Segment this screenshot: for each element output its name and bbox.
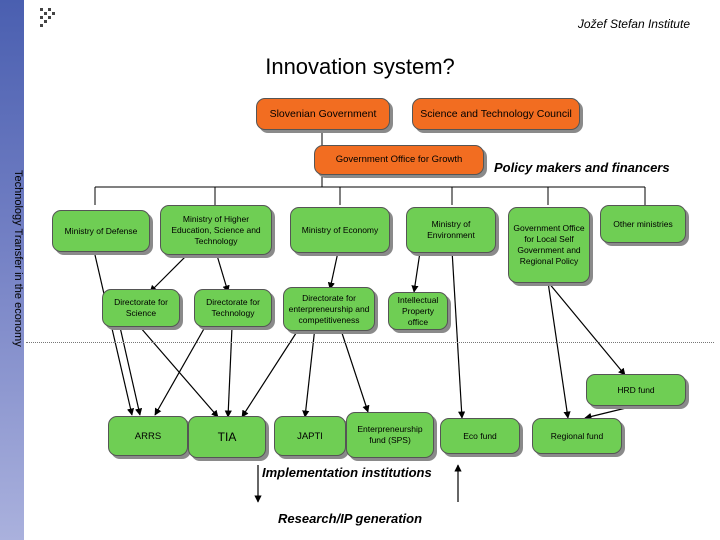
ministry-education-node: Ministry of Higher Education, Science an… xyxy=(160,205,272,255)
government-node: Slovenian Government xyxy=(256,98,390,130)
tia-node: TIA xyxy=(188,416,266,458)
arrow xyxy=(411,251,421,293)
page-title: Innovation system? xyxy=(265,54,455,79)
arrow xyxy=(302,326,316,418)
arrow xyxy=(154,326,206,416)
arrow xyxy=(119,326,143,416)
regional-fund-node: Regional fund xyxy=(532,418,622,454)
arrow xyxy=(139,326,219,418)
directorate-technology-node: Directorate for Technology xyxy=(194,289,272,327)
divider-line xyxy=(26,342,714,343)
arrow xyxy=(224,326,233,418)
sps-fund-node: Enterpreneurship fund (SPS) xyxy=(346,412,434,458)
arrow xyxy=(547,281,626,376)
council-node: Science and Technology Council xyxy=(412,98,580,130)
arrow xyxy=(339,326,370,413)
policy-label: Policy makers and financers xyxy=(494,160,670,175)
research-label: Research/IP generation xyxy=(278,511,423,526)
arrow xyxy=(584,407,627,420)
institute-logo-icon xyxy=(40,8,55,27)
local-office-node: Government Office for Local Self Governm… xyxy=(508,207,590,283)
arrow xyxy=(215,251,230,293)
directorate-science-node: Directorate for Science xyxy=(102,289,180,327)
ip-office-node: Intellectual Property office xyxy=(388,292,448,330)
arrow xyxy=(241,326,301,418)
ministry-environment-node: Ministry of Environment xyxy=(406,207,496,253)
other-ministries-node: Other ministries xyxy=(600,205,686,243)
eco-fund-node: Eco fund xyxy=(440,418,520,454)
sidebar-stripe xyxy=(0,0,24,540)
arrow xyxy=(149,251,191,293)
growth-office-node: Government Office for Growth xyxy=(314,145,484,175)
japti-node: JAPTI xyxy=(274,416,346,456)
arrs-node: ARRS xyxy=(108,416,188,456)
arrow xyxy=(451,249,466,419)
institute-name: Jožef Stefan Institute xyxy=(577,17,690,31)
arrow xyxy=(94,254,135,416)
arrow xyxy=(327,251,339,290)
directorate-enterprise-node: Directorate for enterpreneurship and com… xyxy=(283,287,375,331)
hrd-fund-node: HRD fund xyxy=(586,374,686,406)
implementation-label: Implementation institutions xyxy=(262,465,432,480)
ministry-defense-node: Ministry of Defense xyxy=(52,210,150,252)
ministry-economy-node: Ministry of Economy xyxy=(290,207,390,253)
arrow xyxy=(547,281,571,419)
